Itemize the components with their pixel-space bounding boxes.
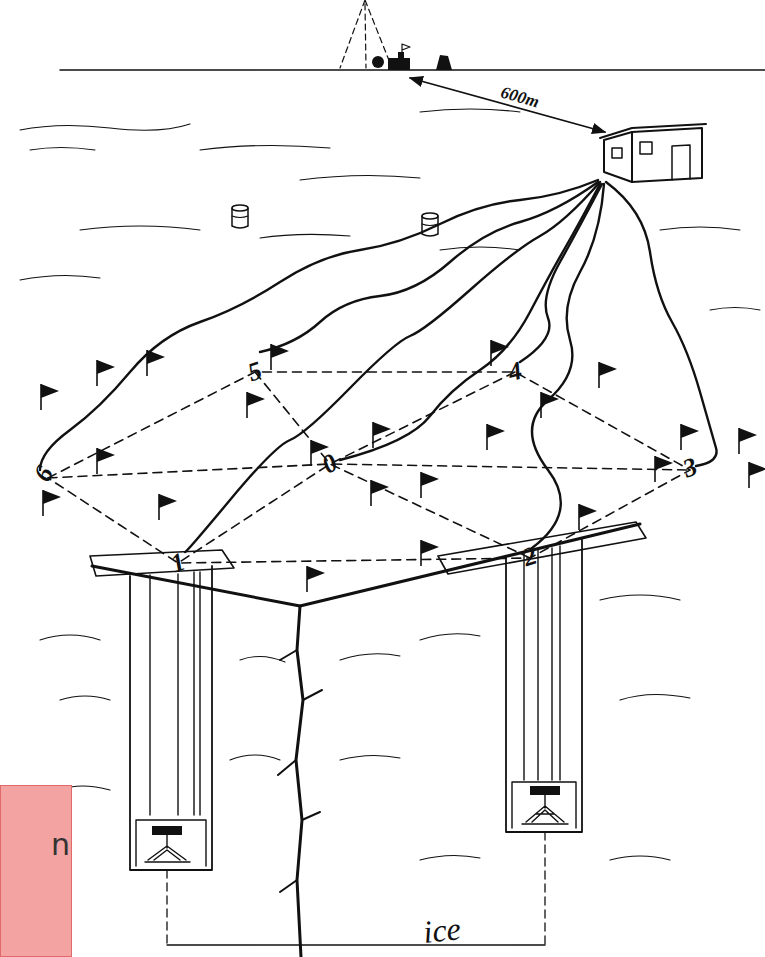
flags — [41, 340, 765, 592]
cable — [340, 184, 600, 460]
cable — [260, 182, 598, 352]
callout-text: n — [51, 830, 70, 860]
cable — [40, 180, 598, 470]
cable — [520, 184, 602, 362]
callout-box: n — [0, 785, 72, 957]
seismometer-stand — [522, 795, 568, 824]
snow-stroke — [200, 145, 330, 150]
station-number: 6 — [29, 462, 58, 486]
station-number: 1 — [167, 549, 188, 578]
material-label: ice — [422, 912, 462, 948]
hut-side — [604, 132, 632, 182]
hut-window — [640, 142, 652, 154]
dimension-extension — [167, 832, 545, 948]
snow-stroke — [300, 175, 420, 180]
station-number: 4 — [506, 358, 525, 386]
instrument-frame — [136, 820, 206, 866]
horizon-line — [60, 69, 765, 71]
block-top-edge — [92, 524, 640, 606]
survey-flag — [599, 362, 617, 388]
survey-flag — [147, 350, 165, 376]
snow-stroke — [30, 148, 95, 151]
crack-branch — [278, 650, 322, 892]
station-number: 3 — [679, 454, 700, 483]
block-corner-crack — [296, 606, 303, 957]
snow-stroke — [660, 227, 740, 230]
snow-stroke — [710, 308, 760, 311]
station-number: 0 — [318, 449, 342, 478]
seismometer-stand — [145, 835, 190, 862]
distance-label: 600m — [499, 83, 541, 110]
hut-front — [632, 128, 702, 182]
snow-stroke — [20, 275, 100, 280]
cable — [185, 182, 600, 552]
survey-flag — [159, 494, 177, 520]
snow-stroke — [80, 226, 200, 230]
barrel — [422, 213, 438, 219]
survey-flag — [97, 360, 115, 386]
array-diagonal — [178, 372, 515, 563]
barrels — [232, 205, 438, 236]
snow-surface-strokes — [20, 109, 760, 310]
horizon — [60, 0, 765, 70]
survey-flag — [487, 424, 505, 450]
survey-flag — [681, 424, 699, 450]
survey-flag — [749, 462, 765, 488]
cable — [606, 182, 717, 466]
survey-flag — [655, 456, 673, 482]
survey-flag — [421, 540, 439, 566]
station-number: 2 — [520, 543, 540, 572]
array-diagonal — [48, 464, 690, 478]
survey-flag — [271, 344, 289, 370]
distant-flag — [402, 44, 410, 52]
cables — [40, 180, 717, 552]
survey-flag — [41, 384, 59, 410]
distant-vehicle — [388, 52, 410, 70]
ice-block — [40, 522, 690, 957]
survey-flag — [579, 504, 597, 530]
hut-window — [612, 148, 622, 158]
snow-stroke — [20, 124, 190, 130]
survey-flag — [247, 392, 265, 418]
survey-flag — [739, 428, 757, 454]
snow-stroke — [420, 109, 520, 112]
barrel — [232, 205, 248, 211]
borehole-wall — [130, 566, 212, 870]
distant-tent — [436, 55, 452, 70]
hut-door — [672, 145, 690, 180]
cable — [532, 184, 604, 548]
survey-flag — [371, 480, 389, 506]
instrument-frame — [512, 782, 576, 828]
station-number: 5 — [245, 358, 265, 387]
seismometer — [152, 826, 182, 835]
hut-roof — [600, 124, 706, 138]
survey-flag — [97, 448, 115, 474]
survey-flag — [421, 472, 439, 498]
borehole-cable — [150, 572, 200, 815]
mast — [340, 0, 392, 68]
seismometer — [530, 786, 560, 795]
array-diagonal — [255, 372, 530, 558]
survey-flag — [541, 392, 559, 418]
hut — [600, 124, 706, 182]
snow-stroke — [260, 234, 350, 238]
survey-flag — [307, 566, 325, 592]
distance-arrow — [410, 78, 605, 132]
survey-flag — [43, 490, 61, 516]
borehole-wall — [506, 538, 582, 832]
survey-flag — [373, 422, 391, 448]
barrel — [232, 216, 248, 218]
borehole-cable — [524, 546, 560, 780]
dimension-line — [167, 944, 545, 945]
distant-dome — [372, 56, 384, 68]
cover-board — [438, 522, 646, 574]
snow-stroke — [440, 247, 520, 250]
